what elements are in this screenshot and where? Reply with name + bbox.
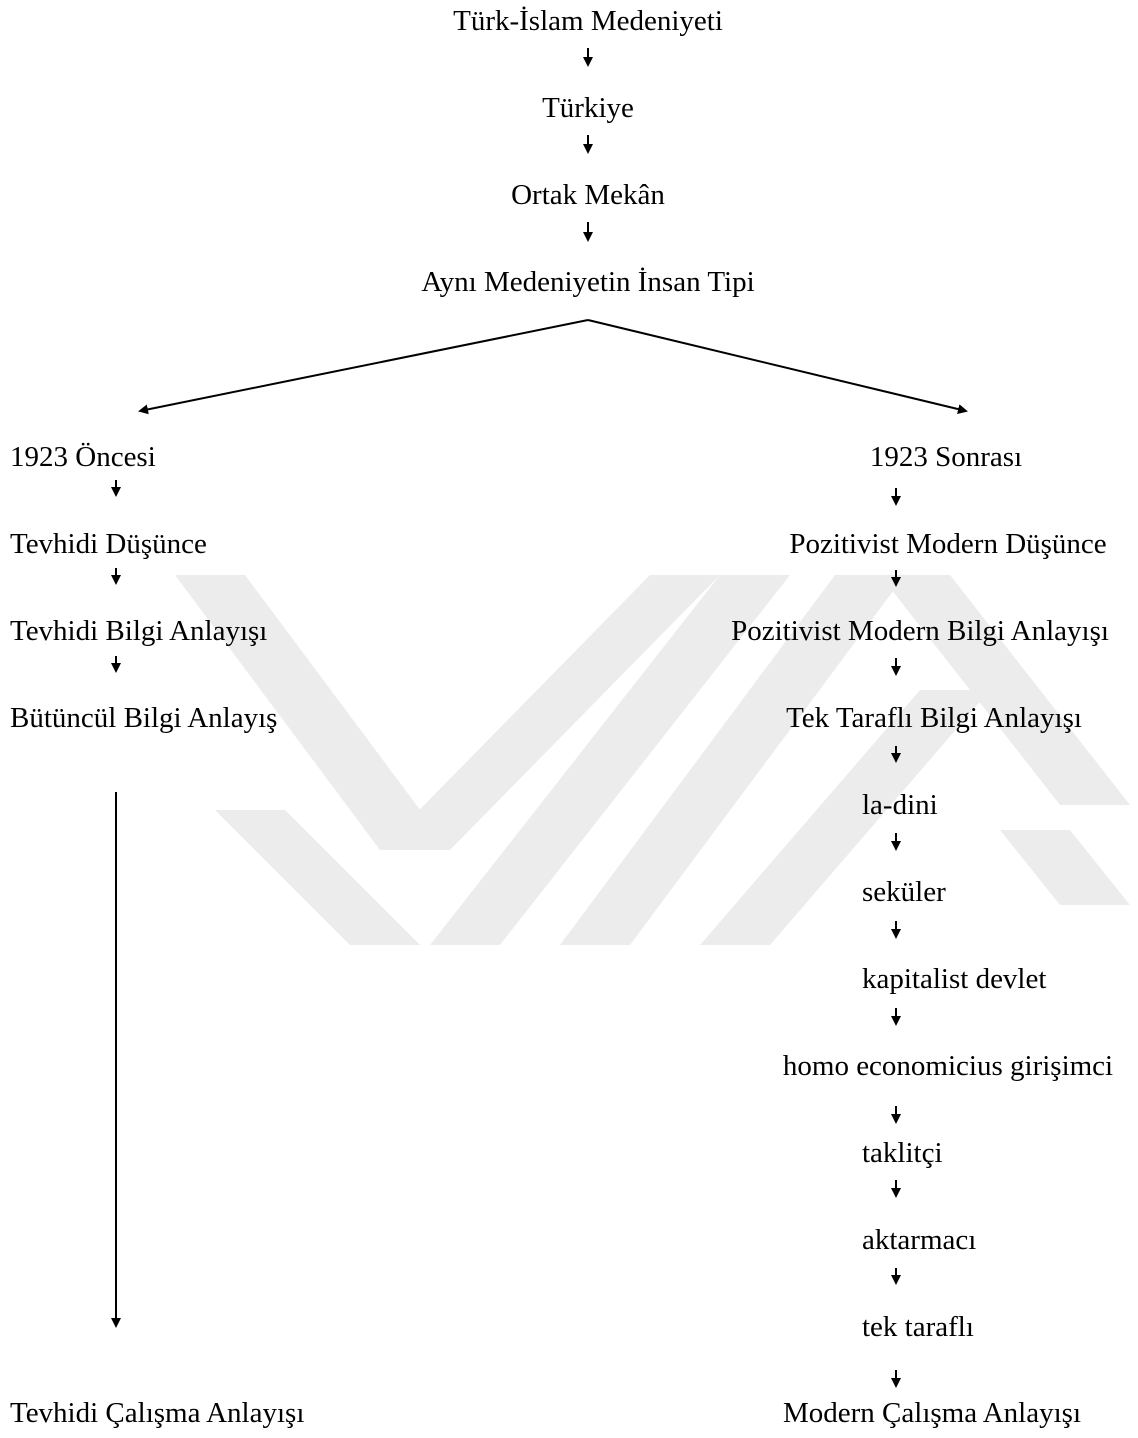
node-right-period: 1923 Sonrası	[869, 441, 1023, 473]
node-right-result: Modern Çalışma Anlayışı	[782, 1397, 1082, 1429]
node-left-result: Tevhidi Çalışma Anlayışı	[10, 1397, 305, 1429]
node-left-period: 1923 Öncesi	[10, 441, 156, 473]
node-common-space: Ortak Mekân	[511, 179, 665, 211]
node-left-holistic: Bütüncül Bilgi Anlayış	[10, 702, 278, 734]
node-human-type: Aynı Medeniyetin İnsan Tipi	[421, 266, 755, 298]
node-right-chain-item: taklitçi	[862, 1137, 943, 1169]
arrow-branch-left	[138, 319, 589, 415]
arrow-branch-right	[587, 319, 968, 414]
node-right-chain-item: tek taraflı	[862, 1311, 974, 1343]
node-right-chain-item: kapitalist devlet	[862, 963, 1047, 995]
node-right-chain-item: aktarmacı	[862, 1224, 977, 1256]
node-right-thought: Pozitivist Modern Düşünce	[789, 528, 1107, 560]
node-civilization: Türk-İslam Medeniyeti	[453, 5, 723, 37]
node-country: Türkiye	[542, 92, 634, 124]
node-right-chain-item: homo economicius girişimci	[782, 1050, 1114, 1082]
node-right-knowledge: Pozitivist Modern Bilgi Anlayışı	[731, 615, 1109, 647]
node-left-thought: Tevhidi Düşünce	[10, 528, 207, 560]
node-left-knowledge: Tevhidi Bilgi Anlayışı	[10, 615, 268, 647]
node-right-onesided: Tek Taraflı Bilgi Anlayışı	[786, 702, 1082, 734]
node-right-chain-item: la-dini	[862, 789, 938, 821]
node-right-chain-item: seküler	[862, 876, 946, 908]
